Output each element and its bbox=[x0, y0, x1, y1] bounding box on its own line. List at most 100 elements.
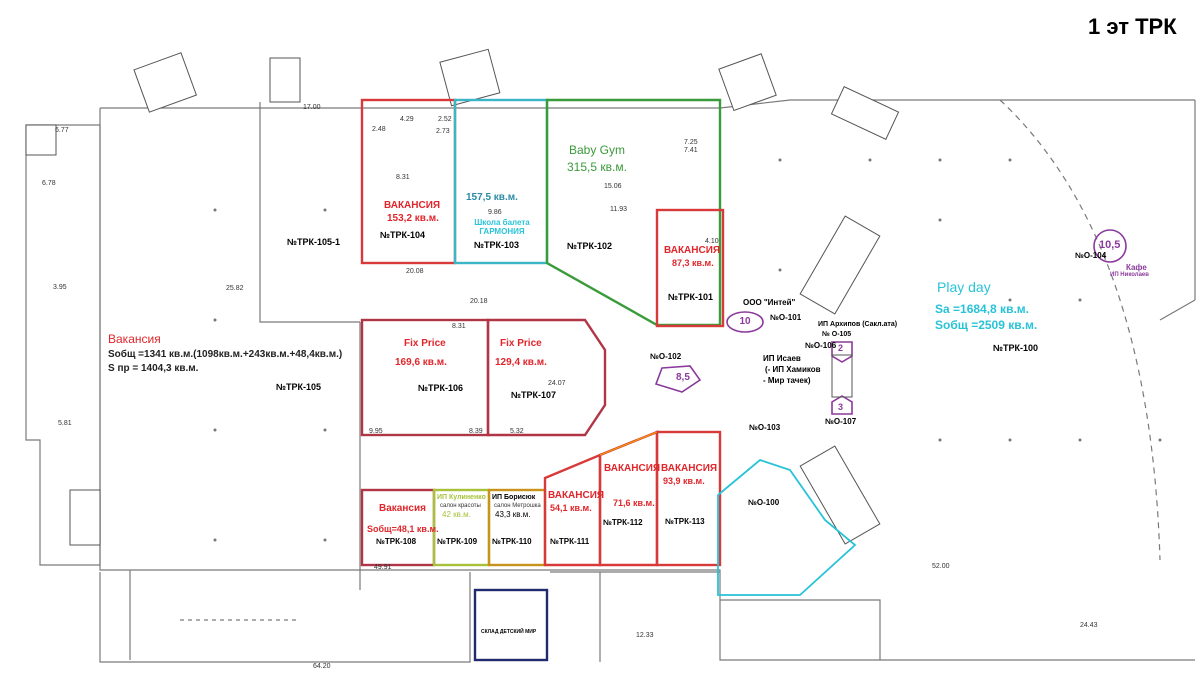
unit-trk102-code[interactable]: №ТРК-102 bbox=[567, 241, 613, 251]
unit-o106-code[interactable]: №О-106 bbox=[805, 341, 837, 350]
unit-warehouse-outline bbox=[473, 588, 549, 662]
unit-trk104-code[interactable]: №ТРК-104 bbox=[380, 230, 426, 240]
unit-o102-code[interactable]: №О-102 bbox=[650, 352, 682, 361]
badge-o101: 10 bbox=[739, 316, 751, 327]
unit-trk105-1-code[interactable]: №ТРК-105-1 bbox=[287, 237, 341, 247]
unit-o107-code[interactable]: №О-107 bbox=[825, 417, 857, 426]
unit-trk109-tenant-note: салон красоты bbox=[440, 503, 481, 509]
unit-trk112-code[interactable]: №ТРК-112 bbox=[603, 518, 643, 527]
unit-o101-code[interactable]: №О-101 bbox=[770, 313, 802, 322]
dim-label: 6.78 bbox=[42, 180, 56, 187]
unit-trk111-status: ВАКАНСИЯ bbox=[548, 490, 605, 501]
badge-o101-shape bbox=[726, 311, 764, 333]
unit-trk111-code[interactable]: №ТРК-111 bbox=[550, 537, 590, 546]
unit-trk102-tenant: Baby Gym bbox=[569, 143, 626, 157]
unit-trk110-area: 43,3 кв.м. bbox=[495, 510, 531, 519]
unit-trk107-code[interactable]: №ТРК-107 bbox=[511, 390, 557, 400]
badge-o102-shape bbox=[654, 365, 702, 393]
badge-o107-shape bbox=[831, 395, 853, 415]
unit-o100-code[interactable]: №О-100 bbox=[748, 498, 780, 507]
unit-o103-code[interactable]: №О-103 bbox=[749, 423, 781, 432]
unit-trk105-area-total: Sобщ =1341 кв.м.(1098кв.м.+243кв.м.+48,4… bbox=[108, 349, 343, 360]
unit-o106-tenant-2: (- ИП Хамиков bbox=[765, 365, 821, 374]
dim-label: 7.41 bbox=[684, 147, 698, 154]
unit-trk110-tenant-note: салон Метрошка bbox=[494, 503, 541, 509]
unit-trk108-status: Вакансия bbox=[379, 503, 426, 514]
dim-label: 7.25 bbox=[684, 139, 698, 146]
dim-label: 17.00 bbox=[303, 104, 321, 111]
dim-label: 8.31 bbox=[452, 323, 466, 330]
unit-trk109-outline bbox=[432, 488, 491, 567]
unit-trk110-outline bbox=[487, 488, 547, 567]
dim-label: 24.07 bbox=[548, 380, 566, 387]
unit-trk113-area: 93,9 кв.м. bbox=[663, 476, 705, 486]
column-dots bbox=[213, 158, 1162, 542]
unit-trk100-area-2: Sобщ =2509 кв.м. bbox=[935, 318, 1038, 332]
unit-o100-outline bbox=[717, 458, 857, 596]
unit-o104-tenant-note: ИП Николаев bbox=[1110, 272, 1149, 278]
unit-trk104-area: 153,2 кв.м. bbox=[387, 213, 439, 224]
dim-label: 4.29 bbox=[400, 116, 414, 123]
dim-label: 8.39 bbox=[469, 428, 483, 435]
dim-label: 4.10 bbox=[705, 238, 719, 245]
dim-label: 12.33 bbox=[636, 632, 654, 639]
unit-o101-tenant: ООО "Интей" bbox=[743, 298, 796, 307]
unit-trk111-area: 54,1 кв.м. bbox=[550, 503, 592, 513]
dim-label: 15.06 bbox=[604, 183, 622, 190]
unit-trk105-code[interactable]: №ТРК-105 bbox=[276, 382, 322, 392]
unit-trk101-area: 87,3 кв.м. bbox=[672, 258, 714, 268]
dim-label: 2.48 bbox=[372, 126, 386, 133]
unit-trk109-tenant: ИП Кулиненко bbox=[437, 494, 486, 501]
stairs bbox=[25, 48, 900, 546]
unit-trk106-code[interactable]: №ТРК-106 bbox=[418, 383, 464, 393]
unit-o105-code[interactable]: № О-105 bbox=[822, 331, 852, 338]
unit-o106-tenant-1: ИП Исаев bbox=[763, 354, 801, 363]
dim-label: 5.32 bbox=[510, 428, 524, 435]
unit-trk108-area: Sобщ=48,1 кв.м. bbox=[367, 524, 439, 534]
unit-trk113-code[interactable]: №ТРК-113 bbox=[665, 517, 705, 526]
dim-label: 11.93 bbox=[610, 206, 627, 213]
dim-label: 49.91 bbox=[374, 564, 392, 571]
unit-trk109-area: 42 кв.м. bbox=[442, 510, 471, 519]
unit-o105-tenant: ИП Архипов (Сакл.ата) bbox=[818, 321, 898, 328]
dim-label: 8.31 bbox=[396, 174, 410, 181]
unit-trk109-code[interactable]: №ТРК-109 bbox=[437, 537, 478, 546]
building-outline bbox=[25, 99, 1196, 663]
dim-label: 64.20 bbox=[313, 663, 331, 670]
unit-o104-code[interactable]: №О-104 bbox=[1075, 251, 1107, 260]
dim-label: 20.18 bbox=[470, 298, 488, 305]
unit-trk110-code[interactable]: №ТРК-110 bbox=[492, 537, 532, 546]
unit-trk106-tenant: Fix Price bbox=[404, 338, 446, 349]
badge-o107: 3 bbox=[838, 402, 844, 412]
dim-label: 9.86 bbox=[488, 209, 502, 216]
unit-trk107-area: 129,4 кв.м. bbox=[495, 357, 547, 368]
badge-o106: 2 bbox=[838, 343, 844, 353]
badge-o106-shape bbox=[831, 341, 853, 363]
unit-trk103-tenant: Школа балета ГАРМОНИЯ bbox=[474, 218, 530, 236]
dim-label: 2.52 bbox=[438, 116, 452, 123]
badge-o104-shape bbox=[1093, 229, 1127, 263]
unit-trk104-status: ВАКАНСИЯ bbox=[384, 200, 441, 211]
unit-trk106-area: 169,6 кв.м. bbox=[395, 357, 447, 368]
unit-trk100-tenant: Play day bbox=[937, 279, 991, 295]
dim-label: 24.43 bbox=[1080, 622, 1098, 629]
unit-o106-tenant-3: - Мир тачек) bbox=[763, 376, 811, 385]
unit-trk105-status: Вакансия bbox=[108, 332, 161, 346]
unit-trk107-outline bbox=[486, 318, 607, 437]
badge-o104: 10,5 bbox=[1099, 239, 1121, 251]
unit-trk101-code[interactable]: №ТРК-101 bbox=[668, 292, 714, 302]
unit-trk100-code[interactable]: №ТРК-100 bbox=[993, 343, 1039, 353]
unit-trk113-status: ВАКАНСИЯ bbox=[661, 463, 718, 474]
dim-label: 2.73 bbox=[436, 128, 450, 135]
dim-label: 6.77 bbox=[55, 127, 69, 134]
dim-label: 5.81 bbox=[58, 420, 72, 427]
unit-trk103-code[interactable]: №ТРК-103 bbox=[474, 240, 520, 250]
dim-label: 25.82 bbox=[226, 285, 244, 292]
dim-label: 3.95 bbox=[53, 284, 67, 291]
unit-trk108-code[interactable]: №ТРК-108 bbox=[376, 537, 417, 546]
unit-trk107-tenant: Fix Price bbox=[500, 338, 542, 349]
unit-trk101-status: ВАКАНСИЯ bbox=[664, 245, 721, 256]
unit-trk112-area: 71,6 кв.м. bbox=[613, 498, 655, 508]
unit-trk105-area-lease: S пр = 1404,3 кв.м. bbox=[108, 363, 199, 374]
